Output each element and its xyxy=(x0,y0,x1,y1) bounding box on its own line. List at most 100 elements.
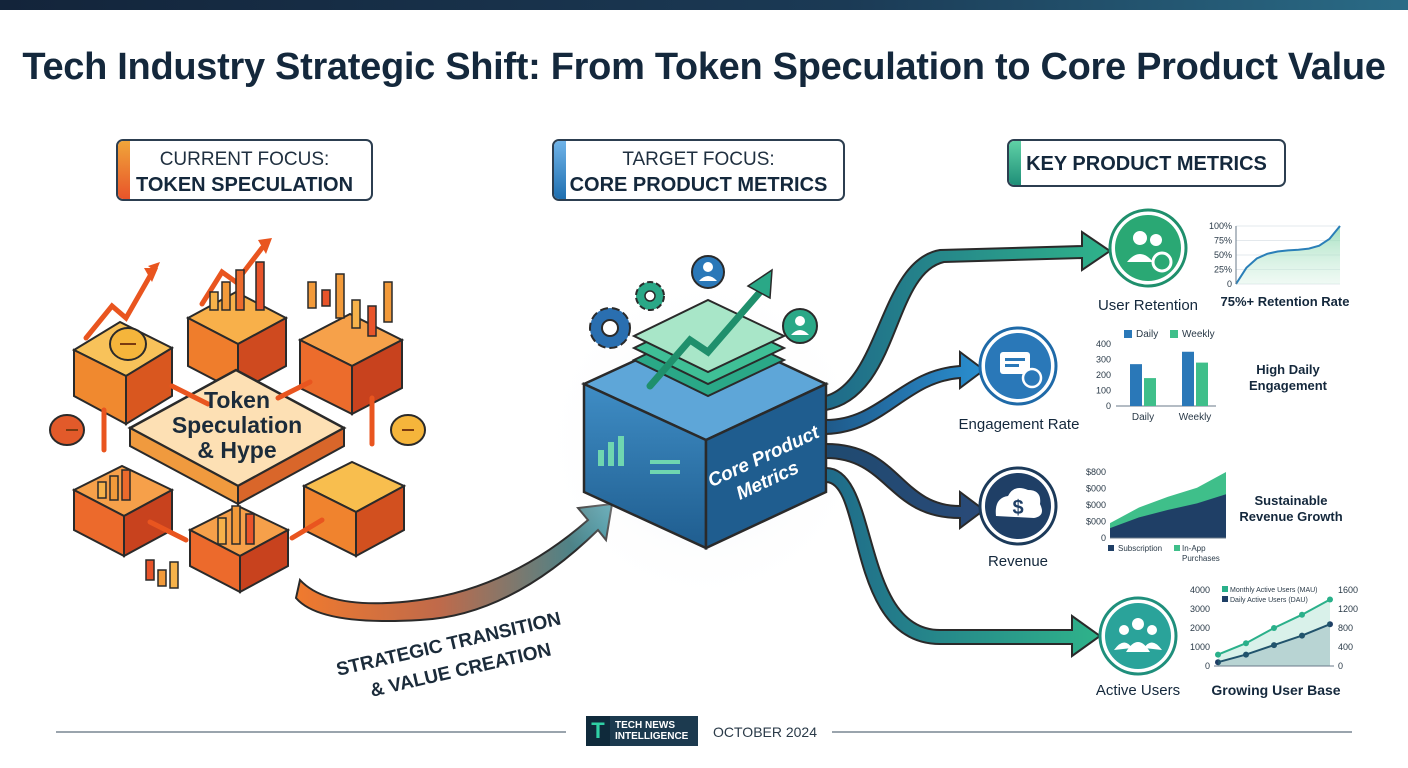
active-users-icon xyxy=(1098,596,1178,676)
retention-tick-label: 100% xyxy=(1209,221,1232,231)
cube-top-right xyxy=(297,312,405,416)
blue-accent xyxy=(554,141,566,199)
tech-news-logo: T TECH NEWS INTELLIGENCE xyxy=(586,716,698,746)
footer-divider-left xyxy=(56,731,566,733)
result-engagement-2: Engagement xyxy=(1248,378,1327,393)
revenue-legend-label: Purchases xyxy=(1182,554,1220,563)
core-product-box: Core Product Metrics xyxy=(535,255,875,610)
current-focus-value: TOKEN SPECULATION xyxy=(135,174,354,196)
result-revenue-1: Sustainable xyxy=(1254,493,1328,508)
users-left-tick-label: 0 xyxy=(1205,661,1210,671)
users-right-tick-label: 1600 xyxy=(1338,585,1358,595)
revenue-tick-label: $800 xyxy=(1086,467,1106,477)
engagement-legend-label: Daily xyxy=(1136,329,1158,340)
target-focus-value: CORE PRODUCT METRICS xyxy=(569,174,828,196)
hype-center-tile xyxy=(127,368,347,506)
users-legend-label: Monthly Active Users (MAU) xyxy=(1230,587,1318,594)
result-retention: 75%+ Retention Rate xyxy=(1220,294,1350,309)
users-left-tick-label: 3000 xyxy=(1190,604,1210,614)
candlestick-icons xyxy=(145,273,393,589)
label-revenue: Revenue xyxy=(987,553,1049,570)
result-active-users: Growing User Base xyxy=(1211,682,1341,698)
engagement-bar xyxy=(1182,351,1194,406)
hype-line-1: Token xyxy=(204,387,270,413)
logo-text: TECH NEWS INTELLIGENCE xyxy=(610,720,688,742)
users-left-tick-label: 1000 xyxy=(1190,642,1210,652)
page-title: Tech Industry Strategic Shift: From Toke… xyxy=(22,46,1386,88)
arrow-heads xyxy=(144,238,272,282)
revenue-tick-label: $000 xyxy=(1086,517,1106,527)
target-focus-header: TARGET FOCUS: CORE PRODUCT METRICS xyxy=(552,139,845,201)
key-metrics-title: KEY PRODUCT METRICS xyxy=(1026,153,1267,175)
revenue-legend-swatch xyxy=(1174,545,1180,551)
revenue-area xyxy=(1110,494,1226,538)
key-metrics-header: KEY PRODUCT METRICS xyxy=(1007,139,1286,187)
revenue-tick-label: $000 xyxy=(1086,500,1106,510)
label-active-users: Active Users xyxy=(1095,682,1181,699)
retention-tick-label: 75% xyxy=(1214,236,1232,246)
retention-line xyxy=(1235,225,1341,285)
users-point xyxy=(1327,621,1333,628)
engagement-category-label: Daily xyxy=(1132,412,1154,423)
retention-area xyxy=(1236,226,1340,284)
retention-tick-label: 25% xyxy=(1214,265,1232,275)
users-point xyxy=(1271,642,1277,649)
users-point xyxy=(1327,596,1333,603)
users-legend-swatch xyxy=(1222,586,1228,592)
users-left-tick-label: 2000 xyxy=(1190,623,1210,633)
token-speculation-cluster: Token Speculation & Hype xyxy=(49,238,426,594)
coin-icons xyxy=(49,327,426,446)
engagement-bar xyxy=(1144,378,1156,406)
engagement-legend-swatch xyxy=(1170,330,1178,338)
logo-line-1: TECH NEWS xyxy=(615,720,675,731)
current-focus-header: CURRENT FOCUS: TOKEN SPECULATION xyxy=(116,139,373,201)
engagement-tick-label: 0 xyxy=(1106,401,1111,411)
hype-arrows xyxy=(83,245,375,543)
engagement-legend-label: Weekly xyxy=(1182,329,1215,340)
engagement-icon xyxy=(978,326,1058,406)
revenue-tick-label: $000 xyxy=(1086,484,1106,494)
logo-mark: T xyxy=(586,716,610,746)
engagement-tick-label: 400 xyxy=(1096,339,1111,349)
users-point xyxy=(1299,611,1305,618)
engagement-tick-label: 200 xyxy=(1096,370,1111,380)
target-focus-label: TARGET FOCUS: xyxy=(622,149,775,170)
result-engagement-1: High Daily xyxy=(1256,362,1320,377)
users-legend-label: Daily Active Users (DAU) xyxy=(1230,597,1308,604)
label-engagement: Engagement Rate xyxy=(958,416,1080,433)
users-point xyxy=(1243,651,1249,658)
hype-line-3: & Hype xyxy=(197,437,276,463)
footer-divider-right xyxy=(832,731,1352,733)
svg-text:$: $ xyxy=(1012,497,1023,519)
users-right-tick-label: 400 xyxy=(1338,642,1353,652)
engagement-legend-swatch xyxy=(1124,330,1132,338)
revenue-icon: $ xyxy=(978,466,1058,546)
label-user-retention: User Retention xyxy=(1097,297,1199,314)
users-point xyxy=(1243,640,1249,647)
revenue-legend-swatch xyxy=(1108,545,1114,551)
teal-accent xyxy=(1009,141,1021,185)
users-right-tick-label: 800 xyxy=(1338,623,1353,633)
users-right-tick-label: 0 xyxy=(1338,661,1343,671)
engagement-bar xyxy=(1196,362,1208,406)
revenue-tick-label: 0 xyxy=(1101,533,1106,543)
user-bubble-icon xyxy=(691,255,818,344)
users-point xyxy=(1299,632,1305,639)
cube-bottom-right xyxy=(301,460,407,558)
current-focus-label: CURRENT FOCUS: xyxy=(159,149,330,170)
retention-tick-label: 50% xyxy=(1214,250,1232,260)
users-left-tick-label: 4000 xyxy=(1190,585,1210,595)
logo-line-2: INTELLIGENCE xyxy=(615,731,689,742)
orange-accent xyxy=(118,141,130,199)
result-revenue-2: Revenue Growth xyxy=(1239,509,1343,524)
bar-icons xyxy=(97,261,265,545)
engagement-bar xyxy=(1130,364,1142,406)
engagement-category-label: Weekly xyxy=(1179,412,1212,423)
revenue-legend-label: Subscription xyxy=(1118,544,1162,553)
gear-icon xyxy=(589,281,665,349)
users-point xyxy=(1215,659,1221,666)
users-point xyxy=(1215,651,1221,658)
hype-line-2: Speculation xyxy=(172,412,302,438)
